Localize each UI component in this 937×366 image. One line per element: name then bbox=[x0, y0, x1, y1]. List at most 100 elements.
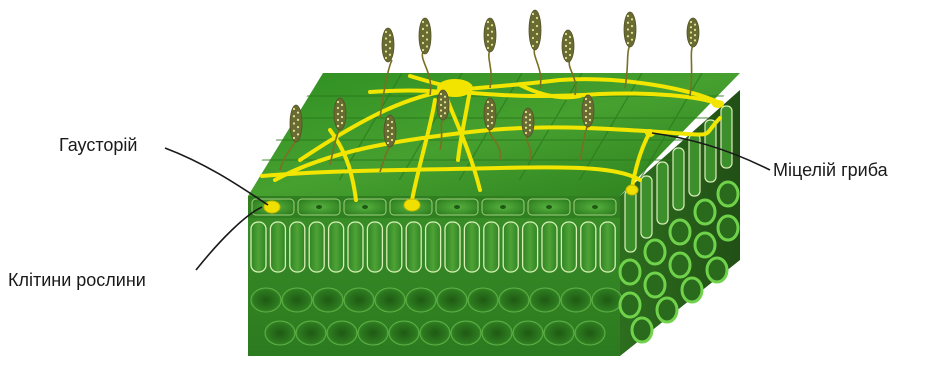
side-spongy-cell bbox=[718, 182, 738, 206]
spore-cluster bbox=[290, 105, 302, 142]
spore-dot bbox=[444, 101, 446, 103]
cell-nucleus bbox=[316, 205, 322, 209]
spore-dot bbox=[391, 121, 393, 123]
palisade-cell bbox=[270, 222, 285, 272]
side-palisade-cell bbox=[689, 134, 700, 196]
label-plant-cells: Клітини рослини bbox=[8, 207, 262, 290]
spore-dot bbox=[529, 124, 531, 126]
spore-dot bbox=[525, 111, 527, 113]
spore-dot bbox=[422, 42, 424, 44]
spore-dot bbox=[487, 119, 489, 121]
haustorium-1 bbox=[264, 201, 280, 213]
spongy-cell bbox=[544, 321, 574, 345]
cell-nucleus bbox=[546, 205, 552, 209]
spore-dot bbox=[385, 44, 387, 46]
spore-dot bbox=[491, 24, 493, 26]
spore-dot bbox=[525, 116, 527, 118]
spore-dot bbox=[585, 104, 587, 106]
palisade-cell bbox=[600, 222, 615, 272]
side-spongy-cell bbox=[657, 298, 677, 322]
palisade-cell bbox=[251, 222, 266, 272]
spore-dot bbox=[491, 37, 493, 39]
spore-dot bbox=[532, 13, 534, 15]
spore-dot bbox=[589, 101, 591, 103]
side-spongy-cell bbox=[695, 233, 715, 257]
side-palisade-cell bbox=[721, 106, 732, 168]
side-palisade-cell bbox=[641, 176, 652, 238]
spore-dot bbox=[569, 48, 571, 50]
side-palisade-cell bbox=[673, 148, 684, 210]
side-palisade-cell bbox=[657, 162, 668, 224]
spore-dot bbox=[585, 116, 587, 118]
side-spongy-cell bbox=[707, 258, 727, 282]
spore-dot bbox=[487, 101, 489, 103]
spore-dot bbox=[536, 33, 538, 35]
spore-dot bbox=[385, 31, 387, 33]
spore-dot bbox=[341, 104, 343, 106]
spore-dot bbox=[426, 24, 428, 26]
spore-dot bbox=[690, 31, 692, 33]
spore-dot bbox=[440, 109, 442, 111]
spore-dot bbox=[565, 45, 567, 47]
spongy-cell bbox=[561, 288, 591, 312]
spongy-cell bbox=[296, 321, 326, 345]
spore-dot bbox=[385, 57, 387, 59]
spongy-cell bbox=[499, 288, 529, 312]
spore-dot bbox=[391, 127, 393, 129]
label-plant-cells-text: Клітини рослини bbox=[8, 270, 146, 290]
side-spongy-cell bbox=[695, 200, 715, 224]
spongy-cell bbox=[468, 288, 498, 312]
spore-dot bbox=[487, 27, 489, 29]
spore-cluster bbox=[522, 108, 534, 137]
spongy-cell bbox=[575, 321, 605, 345]
palisade-cell bbox=[445, 222, 460, 272]
spore-dot bbox=[385, 37, 387, 39]
side-spongy-cell bbox=[645, 240, 665, 264]
spore-dot bbox=[536, 25, 538, 27]
spore-dot bbox=[293, 108, 295, 110]
label-haustorium-text: Гаусторій bbox=[59, 135, 137, 155]
spongy-cell bbox=[313, 288, 343, 312]
cell-nucleus bbox=[500, 205, 506, 209]
spore-dot bbox=[440, 98, 442, 100]
spore-dot bbox=[387, 118, 389, 120]
spore-cluster bbox=[384, 115, 396, 147]
spore-cluster bbox=[419, 18, 431, 54]
spore-dot bbox=[491, 44, 493, 46]
spore-dot bbox=[491, 31, 493, 33]
spore-dot bbox=[487, 40, 489, 42]
spore-dot bbox=[389, 41, 391, 43]
spore-dot bbox=[536, 17, 538, 19]
spore-dot bbox=[627, 15, 629, 17]
spore-dot bbox=[589, 107, 591, 109]
spore-dot bbox=[422, 21, 424, 23]
spore-dot bbox=[297, 112, 299, 114]
spore-dot bbox=[487, 21, 489, 23]
spongy-cell bbox=[451, 321, 481, 345]
spore-dot bbox=[297, 133, 299, 135]
spongy-cell bbox=[358, 321, 388, 345]
spore-dot bbox=[341, 122, 343, 124]
spongy-cell bbox=[513, 321, 543, 345]
spore-dot bbox=[525, 132, 527, 134]
spore-dot bbox=[444, 96, 446, 98]
spongy-cell bbox=[482, 321, 512, 345]
spore-dot bbox=[422, 28, 424, 30]
spongy-cell bbox=[265, 321, 295, 345]
spongy-cell bbox=[389, 321, 419, 345]
spore-dot bbox=[627, 42, 629, 44]
spore-dot bbox=[631, 25, 633, 27]
spore-dot bbox=[690, 26, 692, 28]
spore-dot bbox=[297, 126, 299, 128]
side-spongy-cell bbox=[670, 253, 690, 277]
spore-dot bbox=[532, 37, 534, 39]
spore-dot bbox=[440, 115, 442, 117]
spongy-cell bbox=[437, 288, 467, 312]
spore-dot bbox=[337, 119, 339, 121]
spore-cluster bbox=[334, 98, 346, 130]
spore-dot bbox=[387, 136, 389, 138]
spore-dot bbox=[297, 119, 299, 121]
spore-dot bbox=[694, 39, 696, 41]
spore-dot bbox=[426, 45, 428, 47]
spongy-cell bbox=[251, 288, 281, 312]
